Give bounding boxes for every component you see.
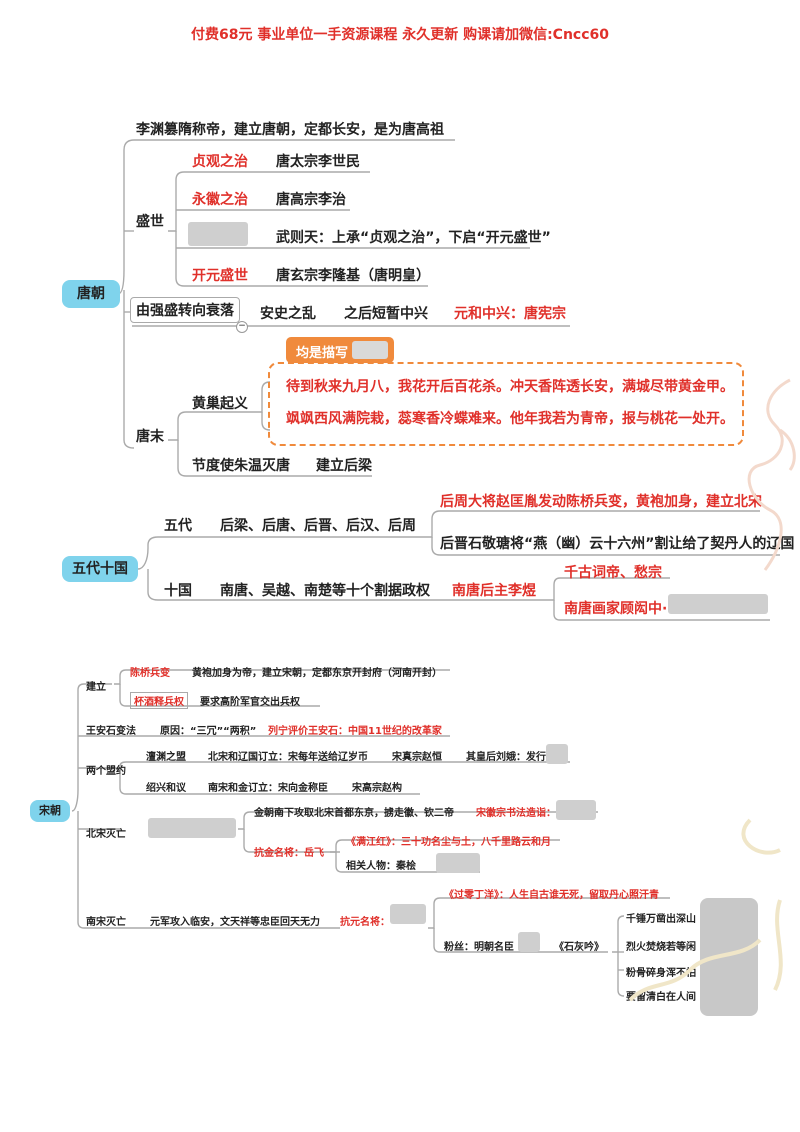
poem-line-2: 飒飒西风满院栽，蕊寒香冷蝶难来。他年我若为青帝，报与桃花一处开。 xyxy=(286,411,734,427)
redacted-block xyxy=(668,594,768,614)
anshi-label: 安史之乱 xyxy=(260,306,316,322)
lenin-comment: 列宁评价王安石：中国11世纪的改革家 xyxy=(268,726,442,737)
painter-label: 南唐画家顾闳中· xyxy=(564,601,668,617)
song-founding-node: 建立 xyxy=(86,682,106,693)
manjianghong-label: 《满江红》：三十功名尘与土，八千里路云和月 xyxy=(346,837,551,848)
wanganshi-label: 王安石变法 xyxy=(86,726,136,737)
redacted-block xyxy=(546,744,568,764)
redacted-block xyxy=(556,800,596,820)
watermark-sketch-icon xyxy=(628,818,783,1002)
chenqiao-desc: 黄袍加身为帝，建立宋朝，定都东京开封府（河南开封） xyxy=(192,668,442,679)
redacted-block xyxy=(352,341,388,359)
ten-kingdoms-list: 南唐、吴越、南楚等十个割据政权 xyxy=(220,583,430,599)
collapse-toggle[interactable]: − xyxy=(236,321,248,333)
poem-line-a: 千锤万凿出深山 xyxy=(626,914,696,925)
kangyuan-label: 抗元名将： xyxy=(340,917,390,928)
chenqiao-label: 陈桥兵变 xyxy=(130,668,170,679)
poem-line-b: 烈火焚烧若等闲 xyxy=(626,942,696,953)
beijiu-label: 杯酒释兵权 xyxy=(130,692,188,709)
lingdingyang-label: 《过零丁洋》：人生自古谁无死，留取丹心照汗青 xyxy=(444,890,659,901)
five-dynasties-list: 后梁、后唐、后晋、后汉、后周 xyxy=(220,518,416,534)
chanyuan-label: 澶渊之盟 xyxy=(146,752,186,763)
late-tang-node: 唐末 xyxy=(136,429,164,445)
huangchao-label: 黄巢起义 xyxy=(192,396,248,412)
callout-tag: 均是描写 xyxy=(286,337,394,363)
beijiu-desc: 要求高阶军官交出兵权 xyxy=(200,697,300,708)
gaozong-label: 唐高宗李治 xyxy=(276,192,346,208)
shaoxing-desc: 南宋和金订立：宋向金称臣 xyxy=(208,783,328,794)
zhenzong-label: 宋真宗赵恒 xyxy=(392,752,442,763)
related-figure-label: 相关人物：秦桧 xyxy=(346,861,416,872)
reform-reason: 原因：“三冗”“两积” xyxy=(160,726,257,737)
chanyuan-desc: 北宋和辽国订立：宋每年送给辽岁币 xyxy=(208,752,368,763)
houliang-label: 建立后梁 xyxy=(316,458,372,474)
tang-founding: 李渊篡隋称帝，建立唐朝，定都长安，是为唐高祖 xyxy=(136,122,444,138)
yuan-attack-label: 元军攻入临安，文天祥等忠臣回天无力 xyxy=(150,917,320,928)
poem-line-d: 要留清白在人间 xyxy=(626,992,696,1003)
header-banner: 付费68元 事业单位一手资源课程 永久更新 购课请加微信:Cncc60 xyxy=(190,27,610,43)
five-dynasties-label: 五代 xyxy=(164,518,192,534)
wudai-root-node: 五代十国 xyxy=(62,556,138,582)
kangjin-label: 抗金名将：岳飞 xyxy=(254,848,324,859)
yuanhe-label: 元和中兴：唐宪宗 xyxy=(454,306,566,322)
kaiyuan-label: 开元盛世 xyxy=(192,268,248,284)
redacted-block xyxy=(436,853,480,873)
callout-text: 均是描写 xyxy=(296,346,349,361)
fans-label: 粉丝：明朝名臣 xyxy=(444,942,514,953)
ci-emperor-label: 千古词帝、愁宗 xyxy=(564,565,662,581)
tang-root-node: 唐朝 xyxy=(62,280,120,308)
yonghui-label: 永徽之治 xyxy=(192,192,248,208)
zhenguan-label: 贞观之治 xyxy=(192,154,248,170)
north-fall-node: 北宋灭亡 xyxy=(86,829,126,840)
poem-line-c: 粉骨碎身浑不怕 xyxy=(626,968,696,979)
decline-node: 由强盛转向衰落 xyxy=(130,297,240,323)
gaozong-song-label: 宋高宗赵构 xyxy=(352,783,402,794)
empress-label: 其皇后刘娥：发行 xyxy=(466,752,546,763)
south-fall-node: 南宋灭亡 xyxy=(86,917,126,928)
watermark-sketch-icon xyxy=(747,378,796,571)
shihuiyin-label: 《石灰吟》 xyxy=(554,942,604,953)
song-root-node: 宋朝 xyxy=(30,800,70,822)
tang-prosperity-node: 盛世 xyxy=(136,214,164,230)
redacted-block xyxy=(518,932,540,952)
redacted-block xyxy=(188,222,248,246)
shijingtang-label: 后晋石敬瑭将“燕（幽）云十六州”割让给了契丹人的辽国 xyxy=(440,536,795,552)
poem-group-box xyxy=(268,362,744,446)
wuzetian-label: 武则天：上承“贞观之治”，下启“开元盛世” xyxy=(276,230,551,246)
taizong-label: 唐太宗李世民 xyxy=(276,154,360,170)
liyu-label: 南唐后主李煜 xyxy=(452,583,536,599)
xuanzong-label: 唐玄宗李隆基（唐明皇） xyxy=(276,268,430,284)
redacted-block xyxy=(148,818,236,838)
poem-line-1: 待到秋来九月八，我花开后百花杀。冲天香阵透长安，满城尽带黄金甲。 xyxy=(286,379,734,395)
treaties-node: 两个盟约 xyxy=(86,766,126,777)
jin-attack-label: 金朝南下攻取北宋首都东京，掳走徽、钦二帝 xyxy=(254,808,454,819)
huizong-label: 宋徽宗书法造诣： xyxy=(476,808,556,819)
shaoxing-label: 绍兴和议 xyxy=(146,783,186,794)
ten-kingdoms-label: 十国 xyxy=(164,583,192,599)
redacted-block xyxy=(390,904,426,924)
revival-label: 之后短暂中兴 xyxy=(344,306,428,322)
zhuwen-label: 节度使朱温灭唐 xyxy=(192,458,290,474)
chenqiao-coup-label: 后周大将赵匡胤发动陈桥兵变，黄袍加身，建立北宋 xyxy=(440,494,762,510)
